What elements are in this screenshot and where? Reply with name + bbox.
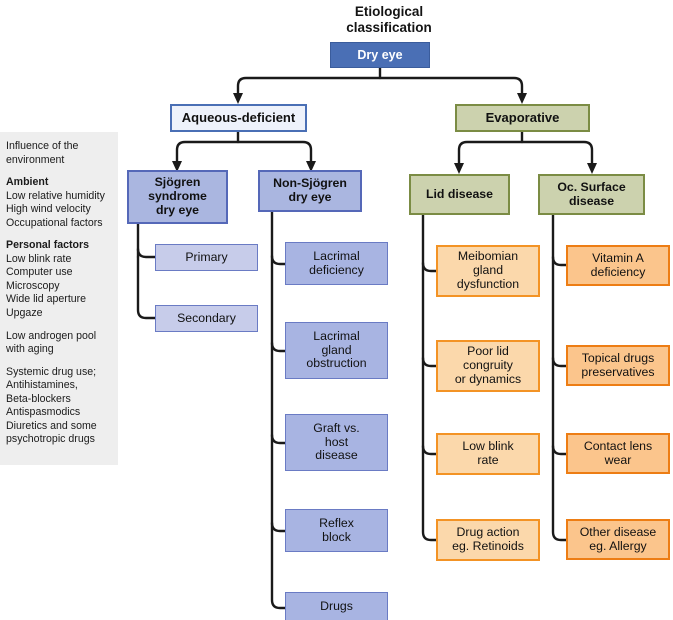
node-nonsjogren-child-drugs[interactable]: Drugs <box>285 592 388 620</box>
sidebar-block-line: Microscopy <box>6 279 60 292</box>
sidebar-block-line: High wind velocity <box>6 203 91 216</box>
sidebar-block-line: Beta-blockers <box>6 392 71 405</box>
sidebar-block-heading: Ambient <box>6 176 49 189</box>
node-label: Primary <box>185 249 228 264</box>
sidebar-block-line: Wide lid aperture <box>6 293 87 306</box>
node-sjogren-child-primary[interactable]: Primary <box>155 244 258 271</box>
node-dry-eye[interactable]: Dry eye <box>330 42 430 68</box>
sidebar-block-line: Upgaze <box>6 307 43 320</box>
sidebar-block-line: Antihistamines, <box>6 379 78 392</box>
sidebar-block-line: Antispasmodics <box>6 406 81 419</box>
node-aqueous-deficient[interactable]: Aqueous-deficient <box>170 104 307 132</box>
sidebar-block-line: Low androgen pool <box>6 329 97 342</box>
node-dry-eye-label: Dry eye <box>357 48 403 62</box>
node-lid-disease[interactable]: Lid disease <box>409 174 510 215</box>
node-aqueous-deficient-label: Aqueous-deficient <box>181 109 296 125</box>
sidebar-block-line: Systemic drug use; <box>6 365 97 378</box>
node-evaporative[interactable]: Evaporative <box>455 104 590 132</box>
sidebar-block-line: Low blink rate <box>6 252 72 265</box>
node-lid-disease-label: Lid disease <box>426 186 493 201</box>
sidebar-block-heading: Personal factors <box>6 239 90 252</box>
node-evaporative-label: Evaporative <box>485 109 560 125</box>
node-label: Drugs <box>320 598 353 613</box>
sidebar-block-line: Computer use <box>6 266 73 279</box>
node-sjogren-child-secondary[interactable]: Secondary <box>155 305 258 332</box>
sidebar-block-line: Influence of the <box>6 140 79 152</box>
sidebar-block-line: Diuretics and some <box>6 419 97 432</box>
sidebar-block-line: environment <box>6 153 65 166</box>
sidebar-block-line: psychotropic drugs <box>6 433 95 446</box>
sidebar-block-4: Systemic drug use;Antihistamines,Beta-bl… <box>6 366 112 447</box>
sidebar-block-line: with aging <box>6 343 54 356</box>
sidebar-block-line: Occupational factors <box>6 216 103 229</box>
sidebar-block-line: Low relative humidity <box>6 189 105 202</box>
node-label: Secondary <box>177 310 236 325</box>
